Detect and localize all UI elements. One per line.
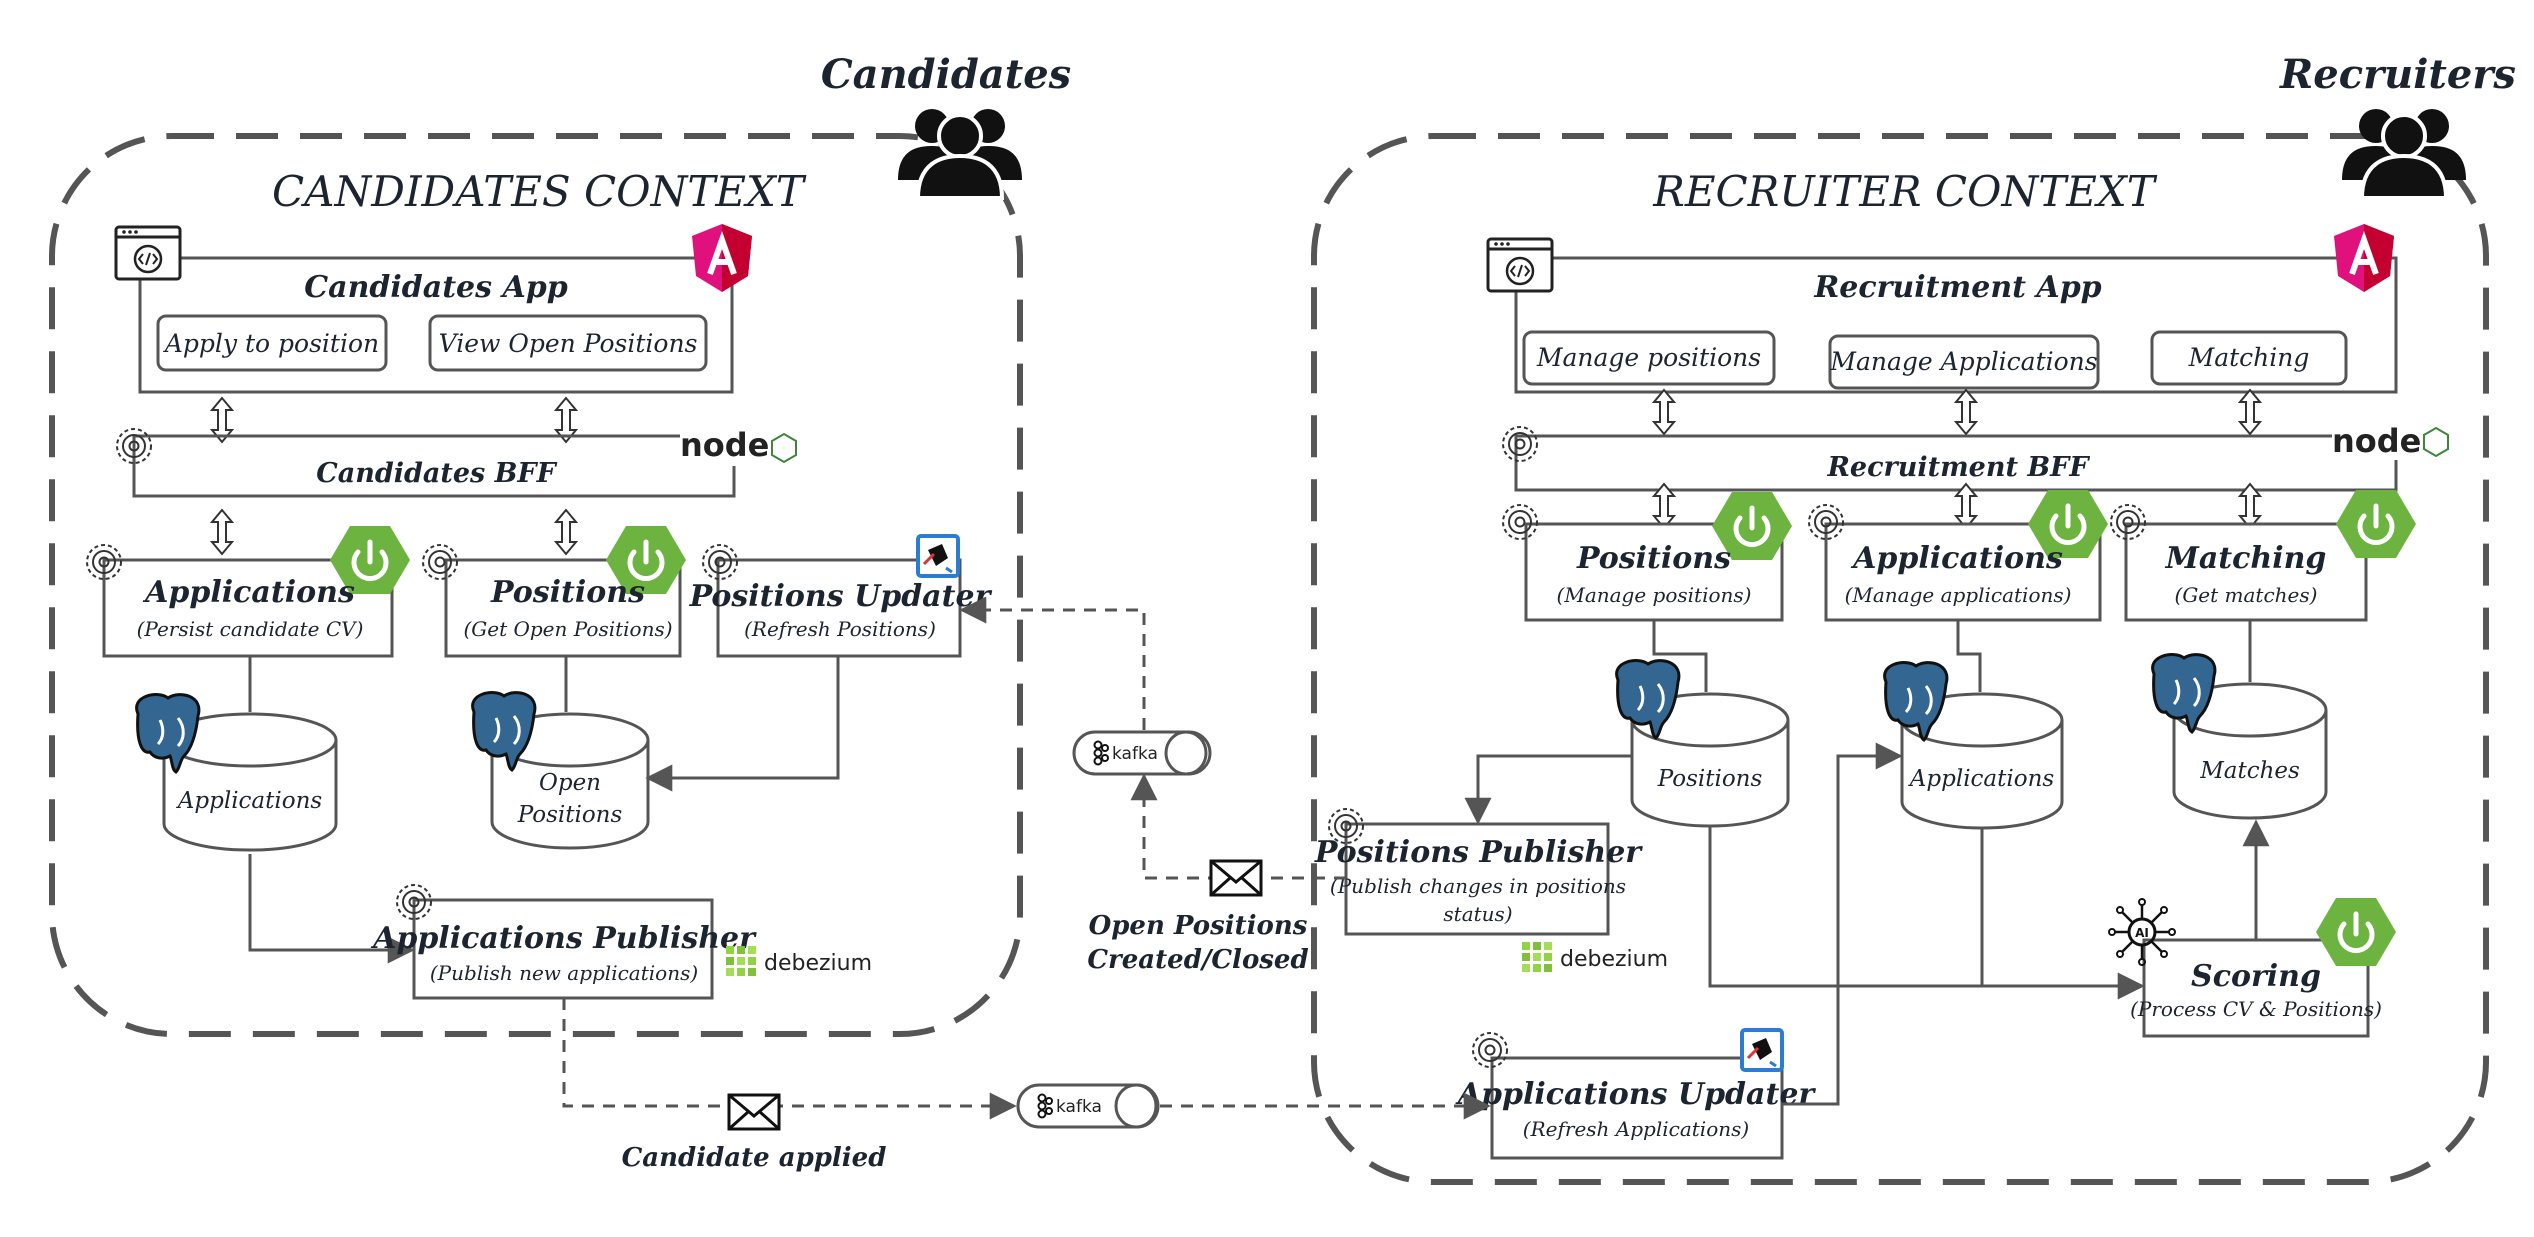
scoring-title: Scoring [2191,959,2321,994]
svg-text:Applications: Applications [176,788,323,814]
kafka-topic-applications: kafka [1016,1083,1160,1129]
candidates-context-title: CANDIDATES CONTEXT [272,167,807,216]
recruiters-people-icon [2340,107,2468,200]
bidirectional-arrow-icon [2239,389,2261,435]
matching-service-title: Matching [2165,541,2327,576]
recruiters-actor-label: Recruiters [2279,51,2516,98]
svg-text:Applications: Applications [1908,766,2055,792]
apply-to-position-label: Apply to position [163,329,379,358]
kafka-to-positions-updater-flow [959,596,1146,730]
manage-positions-label: Manage positions [1536,343,1761,372]
view-open-positions-label: View Open Positions [439,329,698,358]
positions-event-flow [1130,773,1346,880]
manage-positions-button[interactable]: Manage positions [1522,330,1776,386]
envelope-icon [1209,859,1263,897]
applications-publisher-service [412,898,714,1000]
positions-publisher-service [1344,822,1610,936]
candidate-applied-event-flow [562,998,1017,1120]
applications-publisher-title: Applications Publisher [370,921,757,956]
applications-updater-subtitle: (Refresh Applications) [1523,1117,1749,1141]
candidates-people-icon [896,107,1024,200]
web-app-code-icon [1486,237,1554,293]
manage-applications-button[interactable]: Manage Applications [1828,334,2100,390]
candidate-applications-subtitle: (Persist candidate CV) [137,617,364,641]
open-positions-db: Open Positions [490,656,650,850]
svg-text:kafka: kafka [1056,1097,1102,1117]
svg-text:node: node [2332,422,2421,460]
updater-icon [916,534,960,578]
candidates-actor-label: Candidates [821,51,1071,98]
positions-publisher-subtitle-2: status) [1443,902,1512,926]
recruitment-app-frame [1514,256,2398,394]
candidates-app-frame [138,256,734,394]
bidirectional-arrow-icon [555,509,577,555]
svg-text:Positions: Positions [517,802,623,828]
updater-to-open-positions-arrow [645,656,840,792]
applications-updater-title: Applications Updater [1455,1077,1817,1112]
positions-publisher-title: Positions Publisher [1314,835,1643,870]
positions-publisher-subtitle-1: (Publish changes in positions [1330,874,1626,898]
debezium-logo: debezium [1522,942,1668,972]
candidate-positions-subtitle: (Get Open Positions) [463,617,672,641]
angular-icon [692,224,752,292]
open-positions-event-label-2: Created/Closed [1087,945,1308,975]
recruitment-bff-frame [1514,434,2398,492]
apply-to-position-button[interactable]: Apply to position [156,314,388,372]
svg-text:kafka: kafka [1112,744,1158,764]
manage-applications-label: Manage Applications [1829,347,2097,376]
matching-service [2124,522,2368,622]
kafka-topic-positions: kafka [1072,730,1212,776]
applications-publisher-subtitle: (Publish new applications) [430,961,698,985]
svg-text:debezium: debezium [764,951,872,976]
applications-updater-service [1490,1056,1784,1160]
updater-to-applications-db-arrow [1782,742,1903,1106]
node-logo: node [680,426,800,466]
open-positions-event-label-1: Open Positions [1089,911,1308,941]
positions-db-to-scoring-arrow [1708,826,2145,1000]
candidate-applied-label: Candidate applied [622,1143,887,1173]
svg-text:node: node [680,426,769,464]
positions-updater-title: Positions Updater [689,579,993,614]
matches-db: Matches [2172,620,2328,820]
matching-service-subtitle: (Get matches) [2175,583,2318,607]
angular-icon [2334,224,2394,292]
scoring-subtitle: (Process CV & Positions) [2130,997,2382,1021]
svg-text:Open: Open [539,770,601,796]
gear-icon [1502,426,1538,462]
positions-db-to-publisher-arrow [1464,754,1632,825]
applications-db-to-publisher-arrow [248,854,415,964]
matching-button[interactable]: Matching [2150,330,2348,386]
candidate-positions-title: Positions [490,575,645,610]
svg-text:Positions: Positions [1657,766,1763,792]
candidates-bff-title: Candidates BFF [316,458,557,489]
candidates-context-boundary [49,133,1023,1037]
recruitment-app-title: Recruitment App [1813,270,2101,305]
recruiter-applications-subtitle: (Manage applications) [1845,583,2072,607]
recruiter-positions-subtitle: (Manage positions) [1557,583,1752,607]
candidate-applications-db: Applications [162,656,338,852]
debezium-logo: debezium [726,946,872,976]
recruiter-applications-title: Applications [1850,541,2063,576]
recruiter-context-boundary [1311,133,2489,1185]
bidirectional-arrow-icon [1653,389,1675,435]
bidirectional-arrow-icon [1955,389,1977,435]
matching-label: Matching [2188,343,2310,372]
recruiter-context-title: RECRUITER CONTEXT [1652,167,2158,216]
updater-icon [1740,1028,1784,1072]
candidates-app-title: Candidates App [304,270,567,305]
view-open-positions-button[interactable]: View Open Positions [428,314,708,372]
positions-updater-subtitle: (Refresh Positions) [744,617,936,641]
svg-text:Matches: Matches [2199,758,2300,784]
envelope-icon [727,1093,781,1131]
svg-text:debezium: debezium [1560,947,1668,972]
bidirectional-arrow-icon [211,509,233,555]
node-logo: node [2332,420,2452,460]
recruiter-positions-title: Positions [1576,541,1731,576]
candidate-applications-title: Applications [142,575,355,610]
web-app-code-icon [114,225,182,281]
recruitment-bff-title: Recruitment BFF [1826,452,2090,483]
